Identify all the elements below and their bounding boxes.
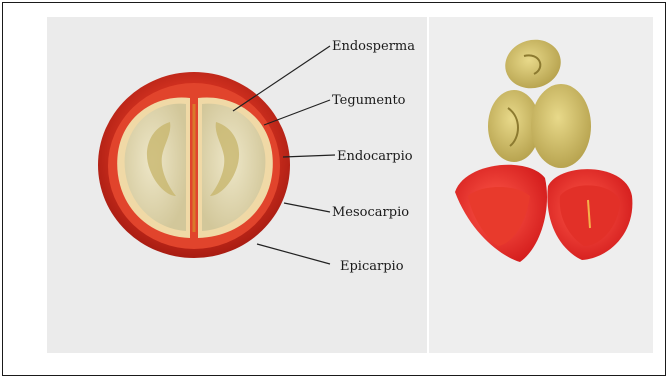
label-epicarpio: Epicarpio [340, 259, 404, 274]
label-endocarpio: Endocarpio [337, 149, 413, 164]
leader-line-epicarpio [257, 244, 330, 264]
leader-line-endosperma [233, 46, 330, 111]
leader-line-endocarpio [283, 155, 335, 157]
leader-line-mesocarpio [284, 203, 330, 212]
green-bean-right [531, 84, 591, 168]
green-beans-and-cherries [455, 34, 632, 262]
label-mesocarpio: Mesocarpio [332, 205, 409, 220]
leader-line-tegumento [264, 100, 330, 125]
coffee-cherry-cross-section [98, 72, 290, 258]
label-tegumento: Tegumento [332, 93, 406, 108]
label-endosperma: Endosperma [332, 39, 415, 54]
